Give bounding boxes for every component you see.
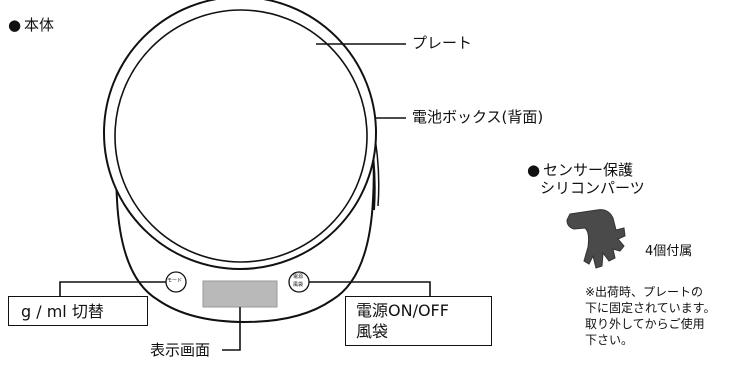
display-screen [202, 280, 278, 308]
scale-body-outline [115, 79, 375, 324]
power-box: 電源ON/OFF 風袋 [345, 296, 492, 346]
plate-label: プレート [412, 34, 473, 52]
display-leader [222, 307, 241, 351]
parts-note-line-4: 下さい。 [585, 333, 634, 347]
parts-note-line-2: 下に固定されています。 [585, 301, 716, 315]
parts-note-line-1: ※出荷時、プレートの [585, 285, 704, 299]
main-section-bullet: ● [8, 16, 22, 34]
main-section-title: 本体 [24, 16, 55, 34]
power-box-line2: 風袋 [356, 322, 389, 341]
unit-switch-label: g / ml 切替 [21, 302, 104, 321]
plate-inner [114, 9, 368, 263]
power-button-text-bottom: 風袋 [293, 282, 304, 288]
mode-leader [59, 281, 166, 296]
parts-quantity: 4個付属 [645, 244, 693, 259]
parts-section-bullet: ● [527, 161, 541, 179]
parts-title-line2: シリコンパーツ [540, 179, 645, 197]
battery-box-label: 電池ボックス(背面) [412, 108, 544, 126]
display-label: 表示画面 [150, 341, 211, 359]
power-button-text-top: 電源 [293, 274, 304, 280]
power-leader [309, 281, 431, 296]
parts-title-line1: センサー保護 [543, 161, 634, 179]
power-box-line1: 電源ON/OFF [356, 301, 449, 320]
unit-switch-box: g / ml 切替 [8, 296, 148, 326]
parts-note-line-3: 取り外してからご使用 [585, 317, 705, 331]
mode-button-text: モード [167, 278, 183, 284]
silicone-part [566, 209, 626, 269]
